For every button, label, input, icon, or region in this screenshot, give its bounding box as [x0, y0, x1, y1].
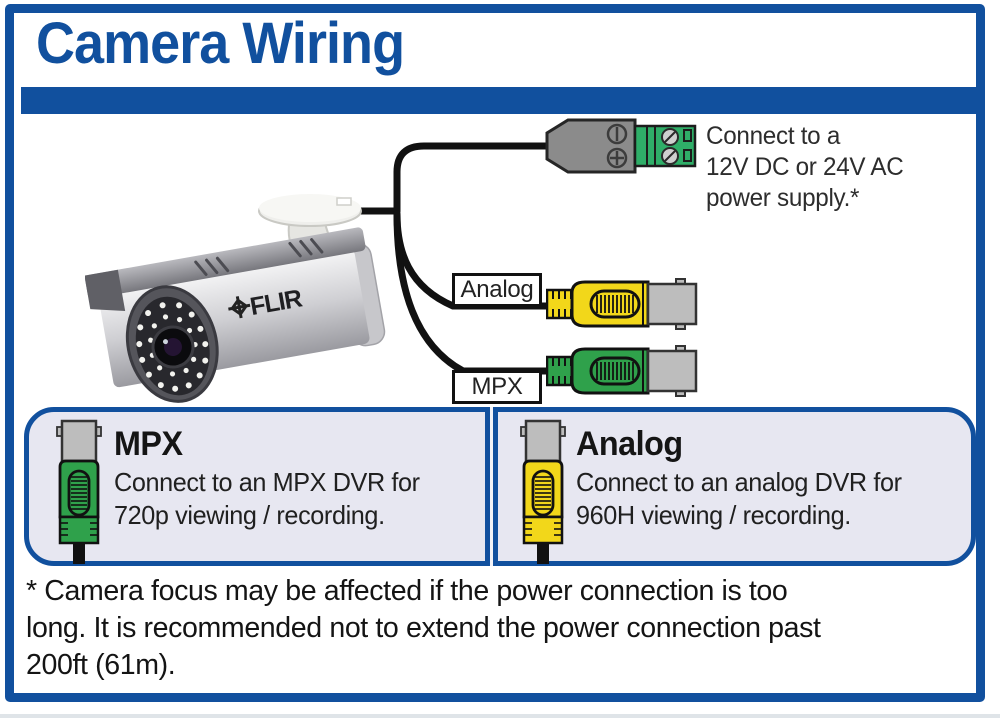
camera-body: FLIR [85, 227, 386, 388]
camera-lens-assembly [125, 285, 219, 403]
analog-wire-label: Analog [452, 273, 542, 307]
info-panel [24, 407, 976, 566]
analog-panel-line: Connect to an analog DVR for [576, 467, 902, 497]
mpx-panel-text: Connect to an MPX DVR for 720p viewing /… [114, 466, 420, 532]
mpx-panel-line: 720p viewing / recording. [114, 500, 385, 530]
power-connector [533, 118, 697, 174]
terminal-screws [661, 128, 679, 165]
mpx-panel-title: MPX [114, 425, 183, 463]
power-note: Connect to a 12V DC or 24V AC power supp… [706, 121, 904, 214]
footnote-line: * Camera focus may be affected if the po… [26, 575, 788, 607]
bottom-edge-strip [0, 714, 1000, 718]
wire-to-power [393, 142, 549, 215]
analog-panel-line: 960H viewing / recording. [576, 500, 851, 530]
wire-to-mpx [393, 210, 554, 375]
power-note-line: 12V DC or 24V AC [706, 153, 904, 181]
power-note-line: Connect to a [706, 122, 841, 150]
page-title: Camera Wiring [36, 11, 405, 76]
info-panel-divider [485, 407, 498, 566]
mpx-panel-line: Connect to an MPX DVR for [114, 467, 420, 497]
mpx-wire-label: MPX [452, 370, 542, 404]
footnote-line: long. It is recommended not to extend th… [26, 612, 821, 644]
analog-wire-label-text: Analog [460, 276, 534, 303]
mpx-bnc-connector [546, 345, 698, 397]
analog-bnc-connector [546, 278, 698, 330]
analog-panel-title: Analog [576, 425, 683, 463]
mpx-wire-label-text: MPX [471, 373, 523, 400]
page-border-frame [5, 4, 985, 702]
power-note-line: power supply.* [706, 184, 860, 212]
mpx-panel-connector [56, 419, 102, 564]
footnote: * Camera focus may be affected if the po… [26, 573, 962, 684]
camera-illustration: FLIR [85, 194, 386, 403]
footnote-line: 200ft (61m). [26, 649, 176, 681]
analog-panel-connector [520, 419, 566, 564]
analog-panel-text: Connect to an analog DVR for 960H viewin… [576, 466, 902, 532]
title-underline-bar [21, 87, 979, 114]
